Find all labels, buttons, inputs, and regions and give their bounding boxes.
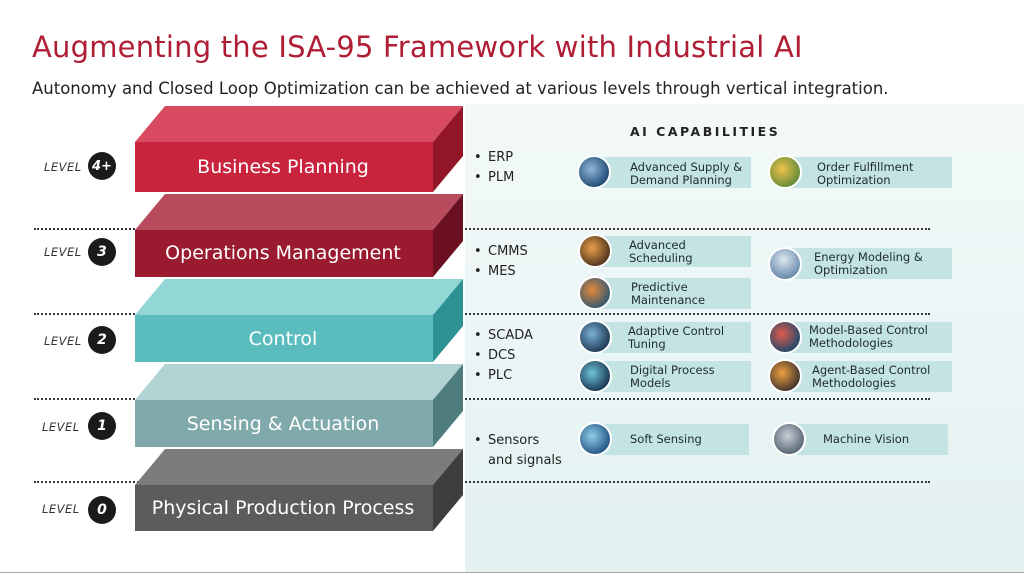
page-subtitle: Autonomy and Closed Loop Optimization ca… <box>32 79 889 98</box>
wind-turbine-icon <box>768 247 802 281</box>
capability-card-energy-modeling <box>780 248 952 279</box>
block-label-business-planning: Business Planning <box>197 156 369 178</box>
supply-chain-icon <box>577 155 611 189</box>
block-label-operations-management: Operations Management <box>165 242 401 264</box>
system-item: CMMS <box>474 242 528 262</box>
camera-icon <box>772 422 806 456</box>
level-4-block <box>135 106 463 192</box>
capability-card-model-based-control <box>780 322 952 353</box>
system-item: Sensors <box>474 431 562 451</box>
footer-rule <box>0 572 1024 573</box>
system-item: MES <box>474 262 528 282</box>
systems-list-level-2: SCADA DCS PLC <box>474 326 533 386</box>
digital-twin-icon <box>578 359 612 393</box>
level-divider <box>34 313 930 315</box>
capability-label: Advanced Supply &Demand Planning <box>630 160 743 187</box>
agent-robot-icon <box>768 359 802 393</box>
capability-label: Machine Vision <box>823 432 910 446</box>
capability-card-predictive-maintenance <box>591 278 751 309</box>
level-badge-4: 4+ <box>88 152 116 180</box>
block-label-sensing-actuation: Sensing & Actuation <box>186 413 380 435</box>
systems-list-level-1: Sensors and signals <box>474 431 562 471</box>
system-item: PLM <box>474 168 514 188</box>
system-item: PLC <box>474 366 533 386</box>
level-divider <box>34 398 930 400</box>
system-item: ERP <box>474 148 514 168</box>
page-title: Augmenting the ISA-95 Framework with Ind… <box>32 30 803 64</box>
maintenance-icon <box>578 276 612 310</box>
systems-list-level-4: ERP PLM <box>474 148 514 188</box>
level-badge-1: 1 <box>88 412 116 440</box>
control-panel-icon <box>578 320 612 354</box>
capability-card-agent-based-control <box>780 361 952 392</box>
capability-card-digital-process-models <box>591 361 751 392</box>
warehouse-icon <box>768 155 802 189</box>
capability-label: Soft Sensing <box>630 432 702 446</box>
capability-card-soft-sensing <box>591 424 749 455</box>
robot-arm-icon <box>768 320 802 354</box>
level-label: LEVEL <box>44 334 82 348</box>
system-item: DCS <box>474 346 533 366</box>
level-badge-2: 2 <box>88 326 116 354</box>
capability-card-order-fulfillment <box>780 157 952 188</box>
system-item-continued: and signals <box>488 453 562 468</box>
capability-card-supply-demand-planning <box>591 157 751 188</box>
level-label: LEVEL <box>44 160 82 174</box>
level-divider <box>34 481 930 483</box>
level-label: LEVEL <box>44 245 82 259</box>
level-divider <box>34 228 930 230</box>
factory-icon <box>578 234 612 268</box>
capability-label: Energy Modeling &Optimization <box>814 250 923 277</box>
systems-list-level-3: CMMS MES <box>474 242 528 282</box>
ai-capabilities-heading: AI CAPABILITIES <box>630 124 781 139</box>
capability-card-machine-vision <box>780 424 948 455</box>
level-badge-3: 3 <box>88 238 116 266</box>
block-label-control: Control <box>248 328 318 350</box>
level-label: LEVEL <box>42 502 80 516</box>
capability-card-adaptive-control-tuning <box>591 322 751 353</box>
level-label: LEVEL <box>42 420 80 434</box>
sensor-icon <box>578 422 612 456</box>
system-item: SCADA <box>474 326 533 346</box>
block-label-physical-production: Physical Production Process <box>151 497 415 519</box>
level-badge-0: 0 <box>88 496 116 524</box>
level-3-block <box>135 194 463 277</box>
capability-card-advanced-scheduling <box>591 236 751 267</box>
